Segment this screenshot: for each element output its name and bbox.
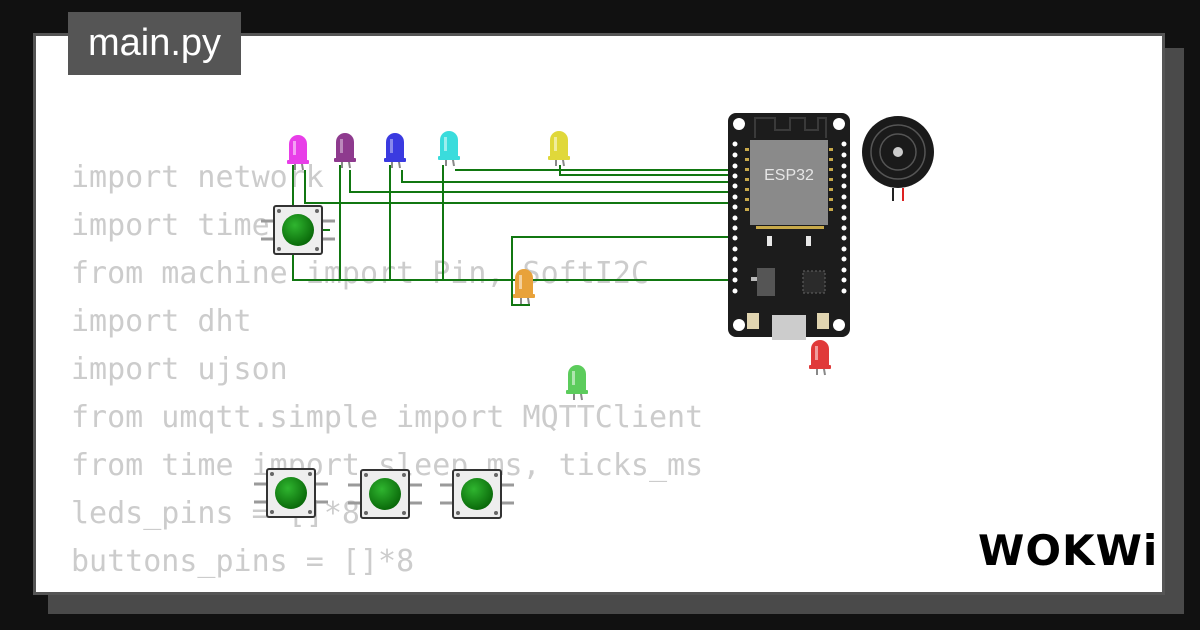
code-line: buttons_pins = []*8 bbox=[71, 544, 415, 579]
wire-magenta bbox=[292, 165, 735, 281]
code-line: import time bbox=[71, 208, 270, 243]
code-line: from umqtt.simple import MQTTClient bbox=[71, 400, 704, 435]
led-magenta[interactable] bbox=[287, 135, 309, 171]
led-cyan[interactable] bbox=[438, 131, 460, 167]
pushbutton[interactable] bbox=[348, 469, 422, 519]
file-tab[interactable]: main.py bbox=[68, 12, 241, 75]
wire-orange bbox=[511, 236, 735, 306]
pushbutton[interactable] bbox=[440, 469, 514, 519]
wire-magenta-2 bbox=[304, 170, 735, 204]
led-red[interactable] bbox=[809, 340, 831, 376]
pushbutton[interactable] bbox=[261, 205, 335, 255]
led-orange[interactable] bbox=[513, 269, 535, 305]
led-blue[interactable] bbox=[384, 133, 406, 169]
led-green[interactable] bbox=[566, 365, 588, 401]
pushbutton[interactable] bbox=[254, 468, 328, 518]
esp32-board[interactable]: ESP32 bbox=[728, 113, 850, 340]
wires bbox=[292, 165, 735, 306]
wire-yellow bbox=[559, 165, 735, 176]
code-line: import dht bbox=[71, 304, 252, 339]
wire-blue-2 bbox=[401, 170, 735, 183]
led-purple[interactable] bbox=[334, 133, 356, 169]
code-line: from machine import Pin, SoftI2C bbox=[71, 256, 649, 291]
buzzer[interactable] bbox=[862, 116, 934, 201]
wokwi-logo: WOKWi bbox=[978, 526, 1159, 575]
led-yellow[interactable] bbox=[548, 131, 570, 167]
board-label: ESP32 bbox=[764, 167, 814, 184]
wire-purple-2 bbox=[349, 170, 735, 193]
code-line: import ujson bbox=[71, 352, 288, 387]
